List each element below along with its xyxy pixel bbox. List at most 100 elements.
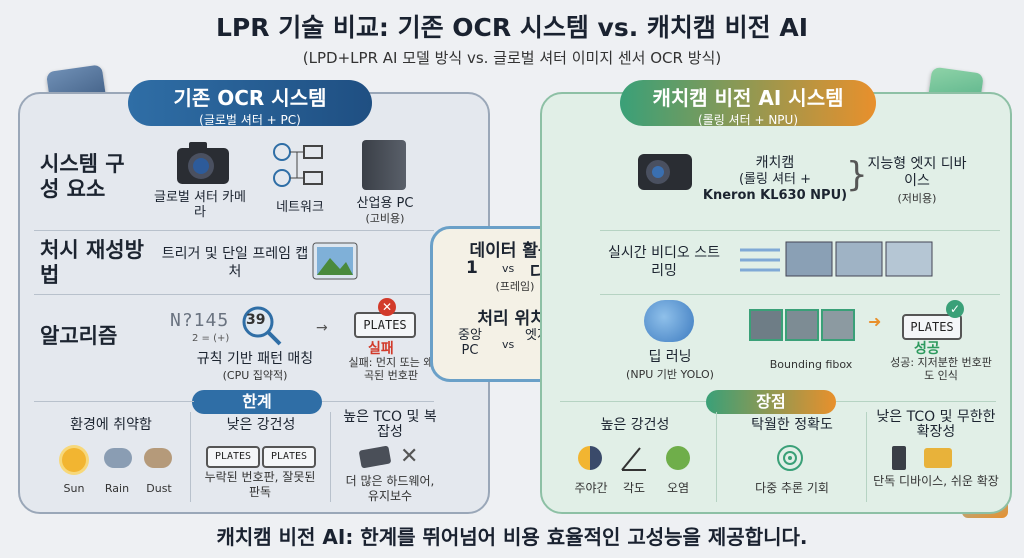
adv-robust: 높은 강건성 (600, 417, 670, 433)
ocr-small: 2 = (+) (192, 333, 230, 344)
ocr-number: 39 (246, 312, 266, 328)
left-header: 기존 OCR 시스템 (글로벌 셔터 + PC) (128, 80, 372, 127)
sun-icon (62, 448, 86, 472)
weather-rain: Rain (104, 482, 130, 495)
limit-tco: 높은 TCO 및 복잡성 (343, 409, 437, 440)
brace-icon: } (846, 155, 868, 195)
right-divider-1 (600, 230, 1000, 231)
center-proc-title: 처리 위치: (477, 309, 553, 329)
success-label: 성공 (914, 341, 940, 357)
arrow-icon: → (316, 320, 328, 336)
catchcam-icon (636, 148, 694, 194)
center-data-title: 데이터 활용: (469, 241, 561, 261)
right-header-sub: (롤링 셔터 + NPU) (697, 113, 799, 127)
ocr-text: N?145 (170, 310, 230, 331)
limit-env: 환경에 취약함 (70, 417, 152, 433)
rule-label: 규칙 기반 패턴 매칭 (196, 351, 314, 367)
plate-right: PLATES (902, 314, 962, 340)
angle-icon (620, 444, 648, 472)
success-icon: ✓ (946, 300, 964, 318)
adv-robust-3: 오염 (666, 481, 690, 495)
device-label-3: Kneron KL630 NPU) (702, 188, 848, 203)
arrow-right-icon: ➜ (868, 312, 882, 331)
device-icon (892, 446, 906, 470)
section-algorithm: 알고리즘 (40, 324, 118, 348)
deep-sub: (NPU 기반 YOLO) (626, 368, 714, 381)
plate-robust-1: PLATES (206, 446, 260, 468)
limit-tco-desc: 더 많은 하드웨어, 유지보수 (345, 474, 435, 503)
network-icon (270, 142, 326, 188)
device-label-2: (롤링 셔터 + (738, 172, 812, 187)
camera-label: 글로벌 셔터 카메라 (154, 190, 246, 220)
left-vdiv-1 (190, 412, 191, 502)
left-panel (18, 92, 490, 514)
process-label: 트리거 및 단일 프레임 캡처 (161, 246, 309, 280)
adv-robust-2: 각도 (622, 481, 646, 495)
image-icon (312, 242, 358, 280)
left-header-sub: (글로벌 셔터 + PC) (199, 113, 301, 127)
left-vdiv-2 (330, 412, 331, 502)
right-divider-3 (560, 401, 706, 402)
rain-icon (104, 448, 132, 468)
edge-label: 지능형 엣지 디바이스 (867, 156, 967, 189)
right-header-title: 캐치캠 비전 AI 시스템 (652, 86, 844, 110)
left-divider-4 (322, 401, 434, 402)
bottom-conclusion: 캐치캠 비전 AI: 한계를 뛰어넘어 비용 효율적인 고성능을 제공합니다. (216, 525, 808, 549)
center-proc-vs: vs (502, 338, 515, 351)
limit-robust: 낮은 강건성 (226, 417, 296, 433)
rule-sub: (CPU 집약적) (222, 369, 288, 382)
fail-icon: ✕ (378, 298, 396, 316)
server-icon (362, 140, 406, 190)
dust-icon (144, 448, 172, 468)
brain-icon (644, 300, 694, 342)
stream-frames-icon (740, 236, 940, 282)
fail-label: 실패 (368, 341, 394, 357)
adv-tco: 낮은 TCO 및 무한한 확장성 (876, 409, 996, 440)
right-vdiv-1 (716, 412, 717, 502)
limit-robust-desc: 누락된 번호판, 잘못된 판독 (204, 470, 316, 499)
limits-header: 한계 (192, 390, 322, 414)
center-proc-left: 중앙 PC (458, 328, 482, 358)
right-divider-4 (836, 401, 996, 402)
left-header-title: 기존 OCR 시스템 (173, 86, 327, 110)
pc-cost: (고비용) (365, 212, 405, 225)
left-divider-2 (34, 294, 434, 295)
plate-robust-2: PLATES (262, 446, 316, 468)
center-data-left: 1 (466, 258, 478, 278)
center-data-vs: vs (502, 262, 515, 275)
network-label: 네트워크 (276, 200, 324, 215)
adv-robust-1: 주야간 (574, 481, 608, 495)
camera-icon (175, 140, 231, 186)
page-title: LPR 기술 비교: 기존 OCR 시스템 vs. 캐치캠 비전 AI (215, 13, 808, 42)
stream-label: 실시간 비디오 스트리밍 (608, 245, 720, 279)
pc-label: 산업용 PC (356, 196, 414, 211)
left-divider-1 (34, 230, 434, 231)
success-desc: 성공: 지저분한 번호판도 인식 (890, 356, 992, 382)
adv-accuracy-desc: 다중 추론 기회 (755, 481, 829, 495)
folder-plus-icon (924, 448, 952, 468)
right-divider-2 (600, 294, 1000, 295)
left-divider-3 (34, 401, 194, 402)
deep-label: 딥 러닝 (648, 349, 692, 365)
target-icon (776, 444, 804, 472)
bbox-frames-icon (748, 306, 858, 346)
section-system: 시스템 구성 요소 (40, 152, 125, 201)
weather-sun: Sun (63, 482, 85, 495)
tools-icon: ✕ (400, 444, 419, 469)
page-subtitle: (LPD+LPR AI 모델 방식 vs. 글로벌 셔터 이미지 센서 OCR … (302, 49, 722, 67)
adv-accuracy: 탁월한 정확도 (751, 417, 833, 433)
center-data-sub: (프레임) (495, 280, 535, 293)
weather-dust: Dust (146, 482, 172, 495)
magnifier-icon (240, 304, 282, 346)
contamination-icon (666, 446, 690, 470)
right-header: 캐치캠 비전 AI 시스템 (롤링 셔터 + NPU) (620, 80, 876, 127)
plate-left: PLATES (354, 312, 416, 338)
edge-cost: (저비용) (897, 192, 937, 205)
fail-desc: 실패: 먼지 또는 왜곡된 번호판 (348, 356, 434, 382)
bbox-label: Bounding fibox (769, 358, 853, 371)
advantages-header: 장점 (706, 390, 836, 414)
adv-tco-desc: 단독 디바이스, 쉬운 확장 (873, 474, 999, 488)
daynight-icon (578, 446, 602, 470)
section-process: 처시 재성방법 (40, 238, 144, 287)
right-vdiv-2 (866, 412, 867, 502)
